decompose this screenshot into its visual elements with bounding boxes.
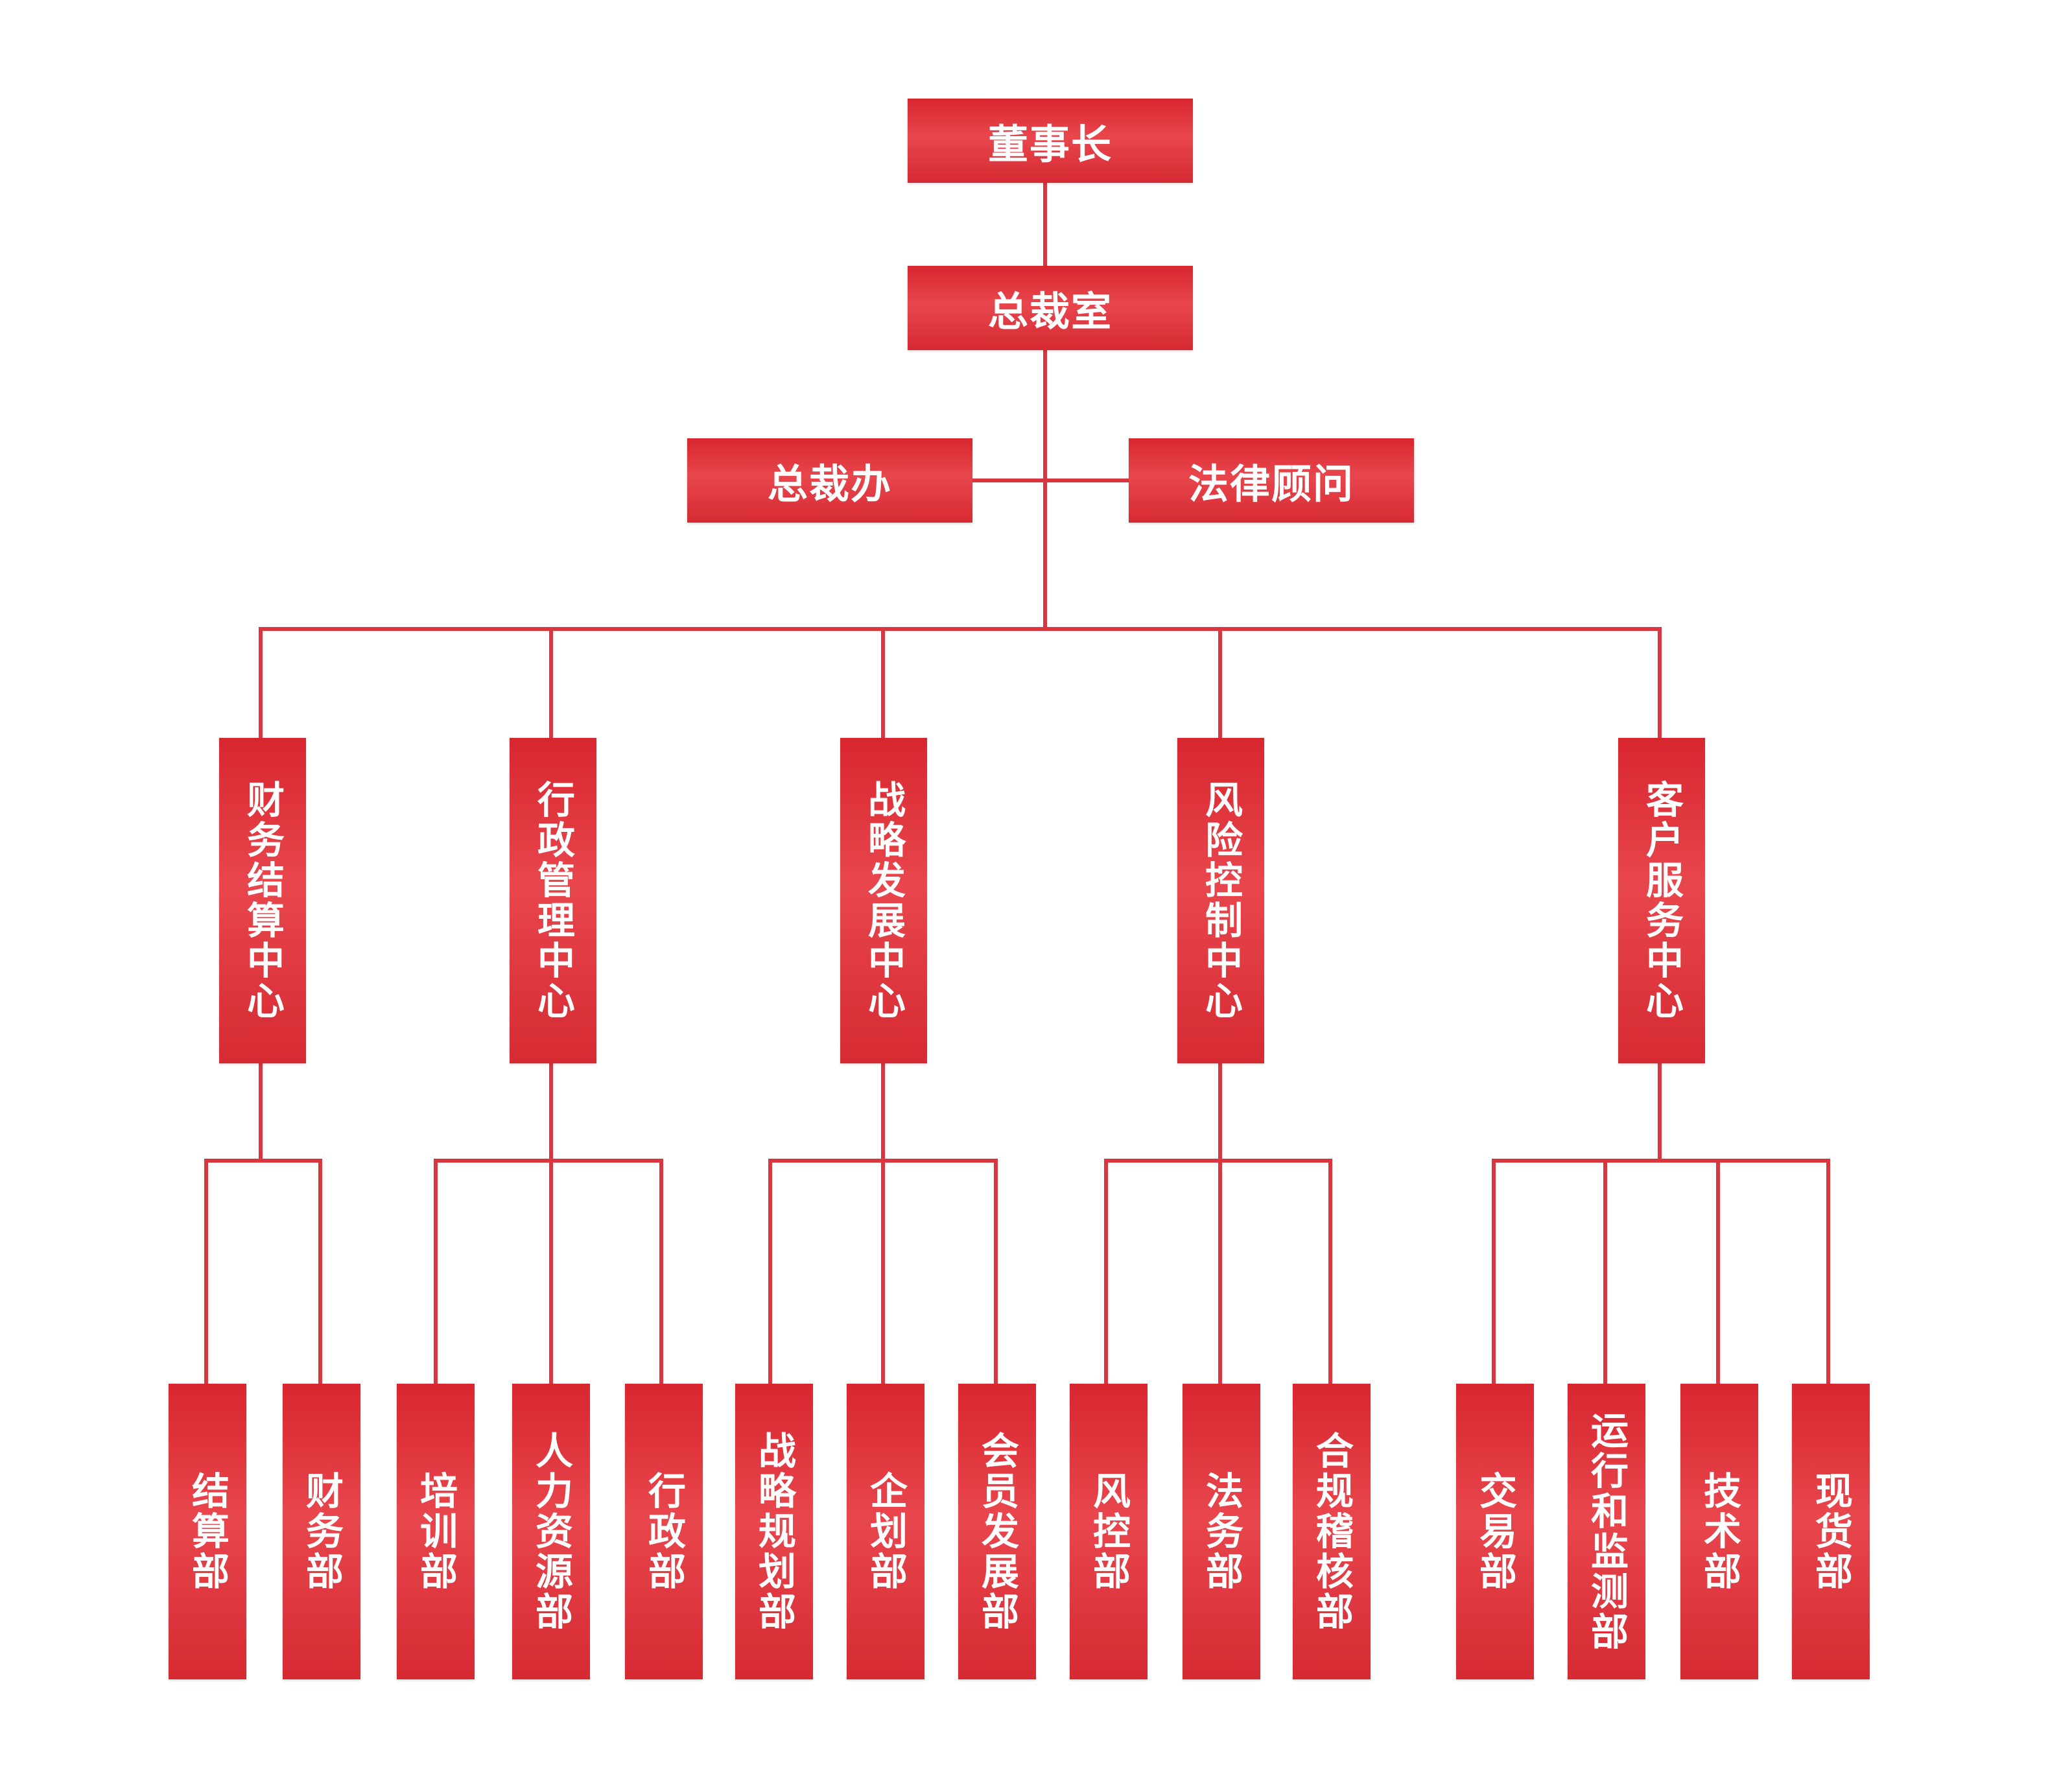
dept-planning-box: 企划部: [847, 1384, 924, 1679]
dept-label: 结算部: [185, 1471, 230, 1592]
dept-strategic-planning-box: 战略规划部: [735, 1384, 813, 1679]
general-office-label: 总裁办: [767, 460, 892, 508]
center-risk-control-box: 风险控制中心: [1177, 738, 1264, 1063]
dept-trading-box: 交易部: [1456, 1384, 1534, 1679]
dept-member-development-box: 会员发展部: [958, 1384, 1036, 1679]
chairman-box: 董事长: [908, 99, 1193, 183]
dept-label: 合规稽核部: [1310, 1431, 1354, 1632]
dept-label: 财务部: [300, 1471, 344, 1592]
dept-administration-box: 行政部: [625, 1384, 703, 1679]
dept-label: 法务部: [1199, 1471, 1243, 1592]
chairman-label: 董事长: [987, 121, 1113, 168]
center-finance-box: 财务结算中心: [219, 738, 306, 1063]
legal-counsel-label: 法律顾问: [1188, 460, 1354, 508]
general-office-box: 总裁办: [687, 438, 972, 523]
dept-label: 会员发展部: [975, 1431, 1019, 1632]
dept-risk-control-box: 风控部: [1070, 1384, 1148, 1679]
president-office-label: 总裁室: [987, 288, 1113, 335]
legal-counsel-box: 法律顾问: [1129, 438, 1414, 523]
dept-label: 培训部: [414, 1471, 458, 1592]
center-strategy-box: 战略发展中心: [840, 738, 927, 1063]
center-label: 行政管理中心: [531, 780, 575, 1021]
dept-label: 技术部: [1697, 1471, 1741, 1592]
dept-settlement-box: 结算部: [169, 1384, 246, 1679]
dept-label: 运行和监测部: [1584, 1411, 1629, 1652]
dept-training-box: 培训部: [397, 1384, 475, 1679]
dept-label: 现货部: [1809, 1471, 1853, 1592]
center-customer-service-box: 客户服务中心: [1618, 738, 1705, 1063]
dept-technology-box: 技术部: [1680, 1384, 1758, 1679]
dept-label: 人力资源部: [529, 1431, 573, 1632]
dept-label: 行政部: [642, 1471, 686, 1592]
center-label: 风险控制中心: [1199, 780, 1243, 1021]
dept-spot-box: 现货部: [1792, 1384, 1870, 1679]
center-label: 财务结算中心: [241, 780, 285, 1021]
dept-label: 企划部: [864, 1471, 908, 1592]
dept-legal-box: 法务部: [1183, 1384, 1260, 1679]
dept-label: 交易部: [1473, 1471, 1517, 1592]
president-office-box: 总裁室: [908, 266, 1193, 350]
dept-label: 战略规划部: [752, 1431, 796, 1632]
dept-finance-box: 财务部: [283, 1384, 360, 1679]
center-label: 战略发展中心: [862, 780, 906, 1021]
dept-operations-monitoring-box: 运行和监测部: [1568, 1384, 1645, 1679]
center-label: 客户服务中心: [1640, 780, 1684, 1021]
dept-label: 风控部: [1087, 1471, 1131, 1592]
dept-compliance-audit-box: 合规稽核部: [1293, 1384, 1371, 1679]
dept-human-resources-box: 人力资源部: [512, 1384, 590, 1679]
center-administration-box: 行政管理中心: [510, 738, 596, 1063]
